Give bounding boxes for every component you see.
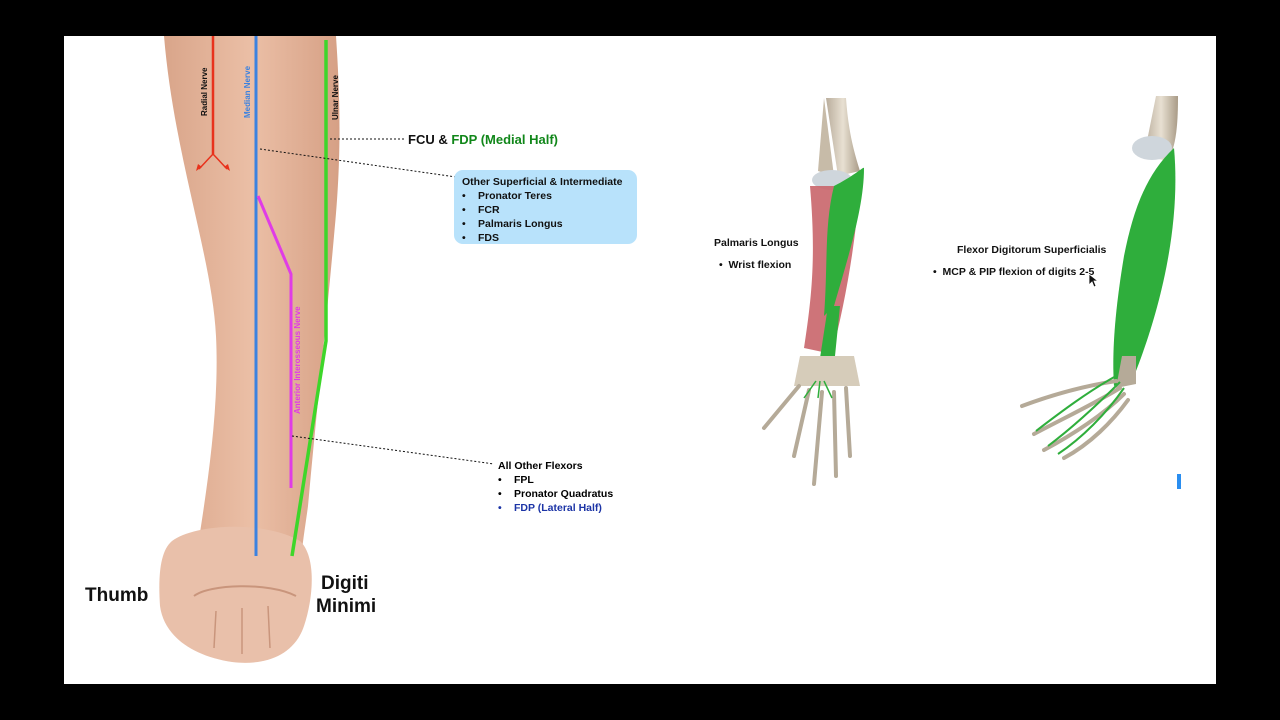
aion-callout-list: FPL Pronator Quadratus FDP (Lateral Half… bbox=[498, 473, 613, 515]
list-item: Palmaris Longus bbox=[462, 217, 637, 231]
anatomy-illustration bbox=[159, 36, 1178, 663]
fds-illustration bbox=[1020, 96, 1178, 460]
list-item: FPL bbox=[498, 473, 613, 487]
digiti-minimi-label-line1: Digiti bbox=[321, 573, 369, 594]
anterior-interosseous-line bbox=[256, 195, 293, 488]
anterior-interosseous-nerve-label: Anterior Interosseous Nerve bbox=[293, 306, 302, 414]
list-item: Pronator Teres bbox=[462, 189, 637, 203]
fds-bullet-text: MCP & PIP flexion of digits 2-5 bbox=[942, 266, 1095, 278]
ulnar-callout-part2: FDP (Medial Half) bbox=[451, 132, 559, 147]
fds-title: Flexor Digitorum Superficialis bbox=[957, 244, 1107, 256]
list-item: Pronator Quadratus bbox=[498, 487, 613, 501]
aion-callout-title: All Other Flexors bbox=[498, 460, 583, 472]
radial-nerve-line bbox=[196, 36, 230, 171]
palmaris-longus-bullet-text: Wrist flexion bbox=[728, 259, 792, 271]
median-callout-list: Pronator Teres FCR Palmaris Longus FDS bbox=[462, 189, 637, 245]
list-item: FCR bbox=[462, 203, 637, 217]
mouse-cursor-icon bbox=[1089, 274, 1099, 288]
slide: Radial Nerve Median Nerve Ulnar Nerve An… bbox=[64, 36, 1216, 684]
palmaris-longus-bullet: • Wrist flexion bbox=[719, 259, 792, 271]
ulnar-nerve-line bbox=[290, 40, 328, 557]
list-item: FDS bbox=[462, 231, 637, 245]
leader-lines bbox=[259, 138, 495, 465]
digiti-minimi-label-line2: Minimi bbox=[316, 596, 377, 617]
thumb-label: Thumb bbox=[85, 585, 149, 606]
median-nerve-label: Median Nerve bbox=[243, 65, 252, 118]
palmaris-longus-illustration bbox=[762, 98, 864, 486]
blue-tab-icon bbox=[1177, 474, 1181, 489]
median-callout-title: Other Superficial & Intermediate bbox=[462, 176, 623, 188]
radial-nerve-label: Radial Nerve bbox=[200, 67, 209, 116]
ulnar-nerve-label: Ulnar Nerve bbox=[331, 75, 340, 120]
ulnar-callout: FCU & FDP (Medial Half) bbox=[408, 132, 558, 147]
palmaris-longus-title: Palmaris Longus bbox=[714, 237, 799, 249]
list-item-highlight: FDP (Lateral Half) bbox=[498, 501, 613, 515]
median-callout-box: Other Superficial & Intermediate Pronato… bbox=[454, 170, 637, 245]
ulnar-callout-part1: FCU & bbox=[408, 132, 452, 147]
fds-bullet: • MCP & PIP flexion of digits 2-5 bbox=[933, 266, 1095, 278]
forearm-photo bbox=[159, 36, 340, 663]
aion-callout: All Other Flexors FPL Pronator Quadratus… bbox=[498, 459, 613, 515]
